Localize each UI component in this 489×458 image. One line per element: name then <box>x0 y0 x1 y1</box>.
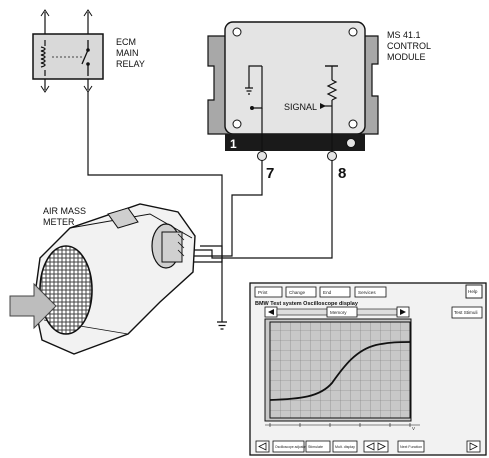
airflow-arrow-icon <box>9 282 57 330</box>
print-button[interactable] <box>254 286 283 298</box>
oscilloscope-adjustment-label: Oscilloscope adjustment <box>275 445 311 449</box>
scope-display: Print Change End Services Help BMW Test … <box>249 282 487 456</box>
ground-symbol-icon <box>217 321 227 330</box>
signal-label: SIGNAL <box>284 102 317 112</box>
scope-axis-unit: V <box>412 426 415 431</box>
module-label-line1: MS 41.1 <box>387 30 421 40</box>
module-screw-icon <box>232 27 242 37</box>
pullup-resistor-icon <box>326 79 338 101</box>
memory-button[interactable] <box>326 306 358 318</box>
relay-label-line2: MAIN <box>116 48 139 58</box>
step-buttons[interactable] <box>363 440 389 453</box>
scope-grid <box>269 321 411 419</box>
meter-connector-plug <box>161 231 183 263</box>
internal-ground-wire <box>248 65 262 88</box>
print-button-label: Print <box>258 290 268 295</box>
connector-pin-7-icon <box>257 151 267 161</box>
arrow-left-icon <box>268 309 274 315</box>
meter-tab <box>107 207 139 229</box>
end-button-label: End <box>323 290 332 295</box>
relay-box <box>32 33 104 80</box>
arrow-right-icon <box>400 309 406 315</box>
mult-display-button[interactable] <box>332 440 358 453</box>
harness-wires <box>87 92 333 322</box>
triangle-right-icon <box>469 442 478 451</box>
wire-pin-7-to-meter <box>182 160 263 257</box>
meter-label-line2: METER <box>43 217 75 227</box>
triangle-left-icon <box>258 442 267 451</box>
end-button[interactable] <box>319 286 351 298</box>
relay-label-line1: ECM <box>116 37 136 47</box>
step-arrows-icon <box>366 442 386 451</box>
module-label-line3: MODULE <box>387 52 426 62</box>
relay-coil-icon <box>40 46 46 68</box>
help-button[interactable] <box>465 284 483 299</box>
next-function-label: Next Function <box>400 445 422 449</box>
stimulate-button[interactable] <box>305 440 331 453</box>
relay-arrows-icon <box>40 9 93 17</box>
internal-ground-icon <box>245 87 253 95</box>
change-button-label: Change <box>289 290 306 295</box>
wire-relay-to-meter <box>87 92 223 263</box>
mult-display-label: Mult. display <box>335 445 355 449</box>
oscilloscope-adjustment-button[interactable] <box>272 440 305 453</box>
pin-8-label: 8 <box>338 165 346 182</box>
meter-intake-screen <box>39 245 93 335</box>
connector-pin-8-icon <box>327 151 337 161</box>
connector-pin-icon <box>346 138 356 148</box>
memory-button-label: Memory <box>330 310 347 315</box>
control-module: 1 SIGNAL MS 41.1 CONTROL MODULE <box>207 21 431 151</box>
module-label-line2: CONTROL <box>387 41 431 51</box>
module-screw-icon <box>232 119 242 129</box>
module-screw-icon <box>348 119 358 129</box>
signal-arrow-icon <box>320 103 326 109</box>
pin-7-label: 7 <box>266 165 274 182</box>
air-mass-meter: AIR MASS METER <box>9 203 196 355</box>
stimulate-label: Stimulate <box>308 445 323 449</box>
page-forward-button[interactable] <box>466 440 481 453</box>
services-button-label: Services <box>358 290 376 295</box>
help-button-label: Help <box>468 289 478 294</box>
module-number: 1 <box>230 137 237 151</box>
test-stimuli-button[interactable] <box>451 306 483 319</box>
wire-pin-8-to-meter <box>182 160 333 259</box>
next-function-button[interactable] <box>397 440 425 453</box>
meter-label-line1: AIR MASS <box>43 206 86 216</box>
module-screw-icon <box>348 27 358 37</box>
scope-header: BMW Test system Oscilloscope display <box>255 301 359 307</box>
wire-meter-ground <box>200 245 223 322</box>
page-back-button[interactable] <box>255 440 270 453</box>
change-button[interactable] <box>285 286 317 298</box>
test-stimuli-label: Test Stimuli <box>454 310 477 315</box>
signal-waveform <box>269 341 411 401</box>
module-connector-strip <box>225 134 365 151</box>
relay-label-line3: RELAY <box>116 59 145 69</box>
ecm-main-relay: ECM MAIN RELAY <box>32 9 145 93</box>
services-button[interactable] <box>354 286 387 298</box>
module-face <box>224 21 366 135</box>
